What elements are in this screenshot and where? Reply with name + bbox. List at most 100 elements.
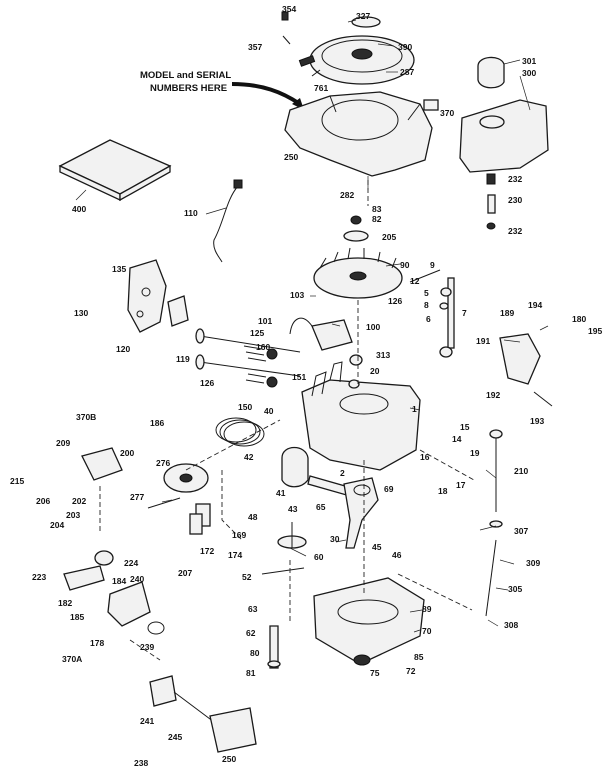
flywheel [313,215,403,299]
label-119: 119 [176,354,190,364]
air-filter-pad [58,139,172,202]
label-43: 43 [288,504,298,514]
valve-train [195,328,301,388]
label-46: 46 [392,550,402,560]
label-305: 305 [508,584,522,594]
label-5: 5 [424,288,429,298]
flywheel-washer [343,230,369,242]
label-14: 14 [452,434,462,444]
assembly-centerlines [99,180,475,661]
fuel-cap [477,56,505,89]
label-200: 200 [120,448,134,458]
piston-rings [215,417,265,447]
label-103: 103 [290,290,304,300]
flywheel-nut [350,215,362,225]
label-354: 354 [282,4,296,14]
label-6: 6 [426,314,431,324]
label-174: 174 [228,550,242,560]
dipstick [485,429,503,617]
label-20: 20 [370,366,380,376]
label-178: 178 [90,638,104,648]
control-bracket-120 [127,259,189,333]
label-761: 761 [314,83,328,93]
label-193: 193 [530,416,544,426]
label-17: 17 [456,480,466,490]
label-120: 120 [116,344,130,354]
label-150: 150 [238,402,252,412]
label-75: 75 [370,668,380,678]
label-30: 30 [330,534,340,544]
label-205: 205 [382,232,396,242]
piston-rod-crank [281,446,379,549]
label-308: 308 [504,620,518,630]
label-232-bottom: 232 [508,226,522,236]
part-labels: 354 327 357 390 287 301 300 761 370 250 … [10,4,602,768]
label-307: 307 [514,526,528,536]
label-224: 224 [124,558,138,568]
label-327: 327 [356,11,370,21]
sump [313,577,425,666]
label-206: 206 [36,496,50,506]
part-239 [147,621,165,635]
label-203: 203 [66,510,80,520]
blower-housing [284,91,439,190]
starter-cup [351,16,381,28]
label-60: 60 [314,552,324,562]
label-9: 9 [430,260,435,270]
label-191: 191 [476,336,490,346]
model-serial-note: MODEL and SERIAL NUMBERS HERE [140,70,304,110]
label-89: 89 [422,604,432,614]
label-400: 400 [72,204,86,214]
label-194: 194 [528,300,542,310]
label-45: 45 [372,542,382,552]
label-69: 69 [384,484,394,494]
label-390: 390 [398,42,412,52]
label-151: 151 [292,372,306,382]
label-70: 70 [422,626,432,636]
label-210: 210 [514,466,528,476]
label-101: 101 [258,316,272,326]
rewind-starter [281,11,415,85]
label-160: 160 [256,342,270,352]
label-126-upper: 126 [388,296,402,306]
label-65: 65 [316,502,326,512]
part-241 [149,675,177,707]
label-370B: 370B [76,412,96,422]
label-2: 2 [340,468,345,478]
label-282: 282 [340,190,354,200]
note-line-2: NUMBERS HERE [150,83,227,94]
label-300: 300 [522,68,536,78]
label-1: 1 [412,404,417,414]
label-15: 15 [460,422,470,432]
label-83: 83 [372,204,382,214]
label-184: 184 [112,576,126,586]
label-313: 313 [376,350,390,360]
ignition-wire [213,185,239,263]
label-189: 189 [500,308,514,318]
label-82: 82 [372,214,382,224]
carburetor-group [63,447,257,753]
label-135: 135 [112,264,126,274]
part-313 [349,354,363,366]
label-186: 186 [150,418,164,428]
label-42: 42 [244,452,254,462]
label-185: 185 [70,612,84,622]
label-126-lower: 126 [200,378,214,388]
label-245: 245 [168,732,182,742]
label-16: 16 [420,452,430,462]
carburetor-240 [107,581,151,627]
part-354 [281,11,289,21]
muffler [147,463,209,509]
part-75 [353,654,371,666]
label-195: 195 [588,326,602,336]
label-48: 48 [248,512,258,522]
label-19: 19 [470,448,480,458]
ignition-module [311,319,353,351]
label-63: 63 [248,604,258,614]
label-232-top: 232 [508,174,522,184]
part-80 [269,625,279,669]
label-230: 230 [508,195,522,205]
label-287: 287 [400,67,414,77]
label-110: 110 [184,208,198,218]
